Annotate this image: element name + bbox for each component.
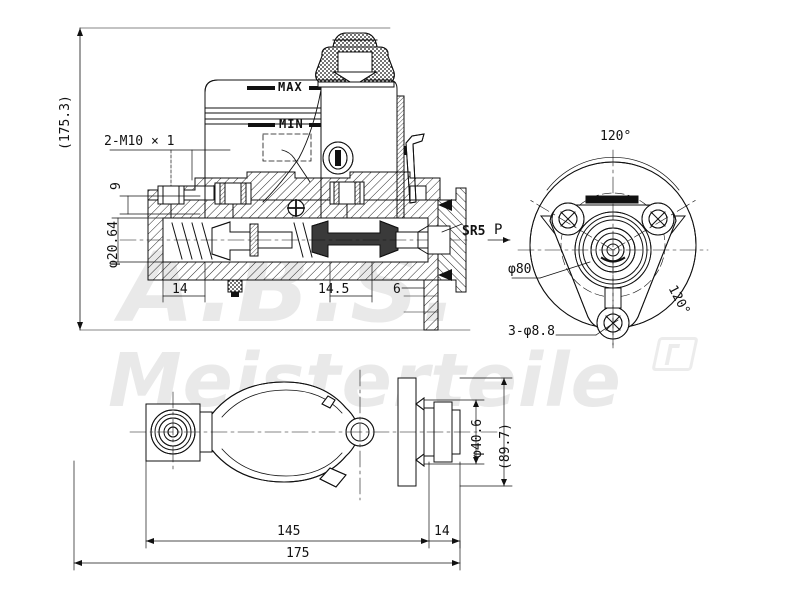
label-reservoir-min: MIN	[279, 117, 304, 131]
dim-14-left: 14	[172, 282, 188, 297]
return-spring-secondary	[293, 222, 313, 258]
dim-length-175: 175	[286, 546, 310, 561]
dimension-overall-height	[77, 27, 471, 331]
bolt-hole-upper-right	[641, 202, 675, 236]
mounting-flange-end-view	[511, 149, 709, 349]
return-spring-primary	[171, 222, 213, 260]
bottom-plan-view	[129, 369, 501, 501]
dim-bore-diameter: φ20.64	[106, 221, 121, 268]
dim-6: 6	[393, 282, 401, 297]
dimension-lines-bottom	[73, 377, 513, 571]
reservoir-cap	[315, 32, 395, 88]
bolt-hole-upper-left	[551, 202, 585, 236]
dim-overall-height: (175.3)	[58, 95, 73, 150]
dim-angle-top-120: 120°	[600, 129, 632, 144]
port-boss-left	[157, 185, 185, 219]
main-section-view	[119, 32, 471, 331]
dimension-lines-main	[109, 149, 511, 303]
dim-bolt-circle-80: φ80	[508, 262, 532, 277]
port-boss-center	[329, 181, 365, 219]
dim-flange-diameter: φ40.6	[470, 418, 485, 458]
dim-length-145: 145	[277, 524, 301, 539]
linkage-knob	[322, 141, 354, 175]
port-boss-right	[214, 182, 252, 219]
cross-screw	[287, 199, 305, 217]
label-reservoir-max: MAX	[278, 80, 303, 94]
dim-14-5: 14.5	[318, 282, 350, 297]
bleed-nipple	[227, 279, 243, 297]
label-port-p: P	[494, 222, 503, 238]
dim-port-depth-9: 9	[109, 182, 124, 190]
note-3-holes-8-8: 3-φ8.8	[508, 324, 555, 339]
note-thread-2-m10: 2-M10 × 1	[104, 134, 175, 149]
dim-flange-height: (89.7)	[498, 423, 513, 470]
note-sr5: SR5	[462, 224, 486, 239]
dim-length-14: 14	[434, 524, 450, 539]
